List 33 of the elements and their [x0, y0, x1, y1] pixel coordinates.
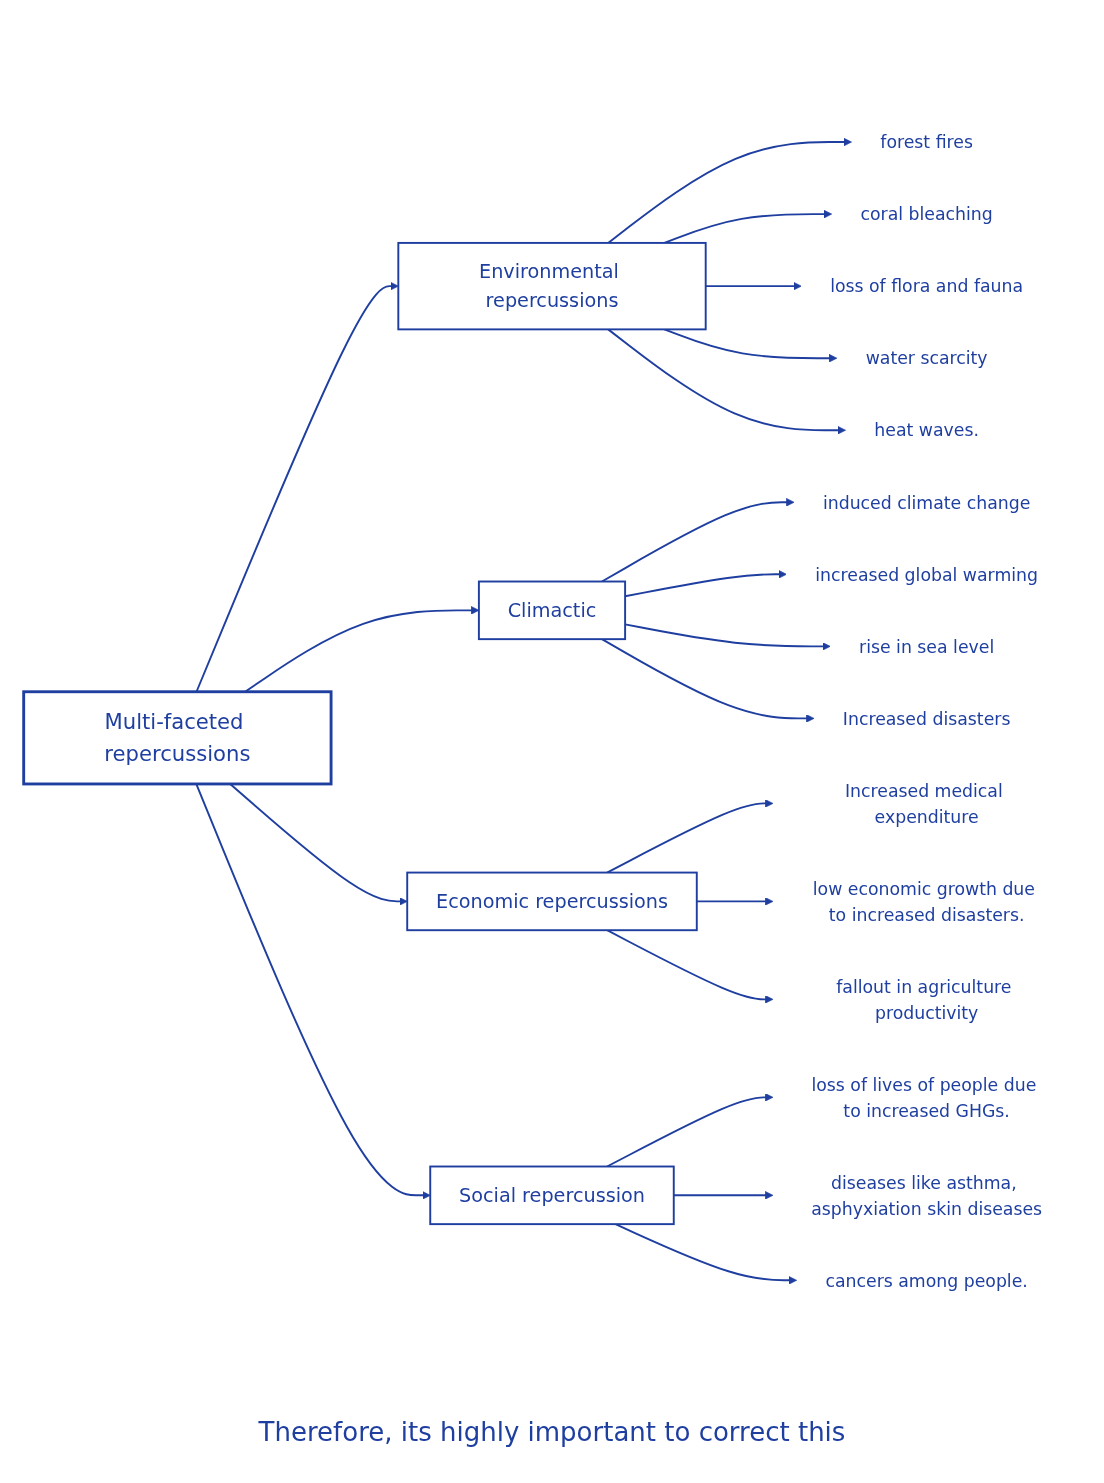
- arrow: [607, 138, 852, 245]
- arrow: [601, 498, 795, 583]
- mind-map: forest fires coral bleaching Environmental repercussions loss of flora and fauna water scarcity heat waves. induced climate change increased global warming Climactic rise in sea level Multi-faceted repercussions Increased disasters Increased medical expenditure low economic growth due to increased disasters. Economic repercussions fallout in agriculture productivity loss of lives of people due to increased GHGs. diseases like asthma, asphyxiation skin diseases Social repercussion cancers among people.: [16, 107, 1088, 1316]
- node-box: [477, 580, 627, 641]
- arrow: [663, 328, 838, 363]
- node-text: rise in sea level: [859, 636, 995, 657]
- node-text: loss of flora and fauna: [830, 276, 1024, 297]
- node-text: increased global warming: [815, 564, 1038, 585]
- node-text: cancers among people.: [825, 1270, 1028, 1291]
- node-text: Increased medical expenditure: [844, 780, 1003, 827]
- node-text: diseases like asthma, asphyxiation skin diseases: [811, 1172, 1043, 1219]
- node-text: water scarcity: [865, 348, 988, 369]
- node-text: induced climate change: [822, 492, 1031, 513]
- node-box: [429, 1165, 675, 1226]
- arrow: [195, 282, 399, 693]
- node-text: Increased disasters: [842, 708, 1011, 729]
- arrow: [614, 1223, 797, 1285]
- node-text: coral bleaching: [860, 204, 993, 225]
- arrow: [606, 799, 774, 874]
- arrow: [606, 1093, 774, 1168]
- arrow: [601, 638, 815, 723]
- arrow: [606, 929, 774, 1004]
- arrow: [607, 328, 846, 435]
- node-text: low economic growth due to increased disasters.: [812, 878, 1035, 925]
- node-text: fallout in agriculture productivity: [836, 976, 1012, 1023]
- node-text: loss of lives of people due to increased GHGs.: [811, 1074, 1037, 1121]
- node-text: forest fires: [880, 132, 973, 153]
- node-box: [406, 871, 698, 932]
- node-text: heat waves.: [874, 420, 979, 441]
- note: Therefore, its highly important to correct this: [258, 1417, 846, 1447]
- node-box: [397, 242, 707, 331]
- arrow: [663, 210, 833, 245]
- node-box: [22, 690, 333, 786]
